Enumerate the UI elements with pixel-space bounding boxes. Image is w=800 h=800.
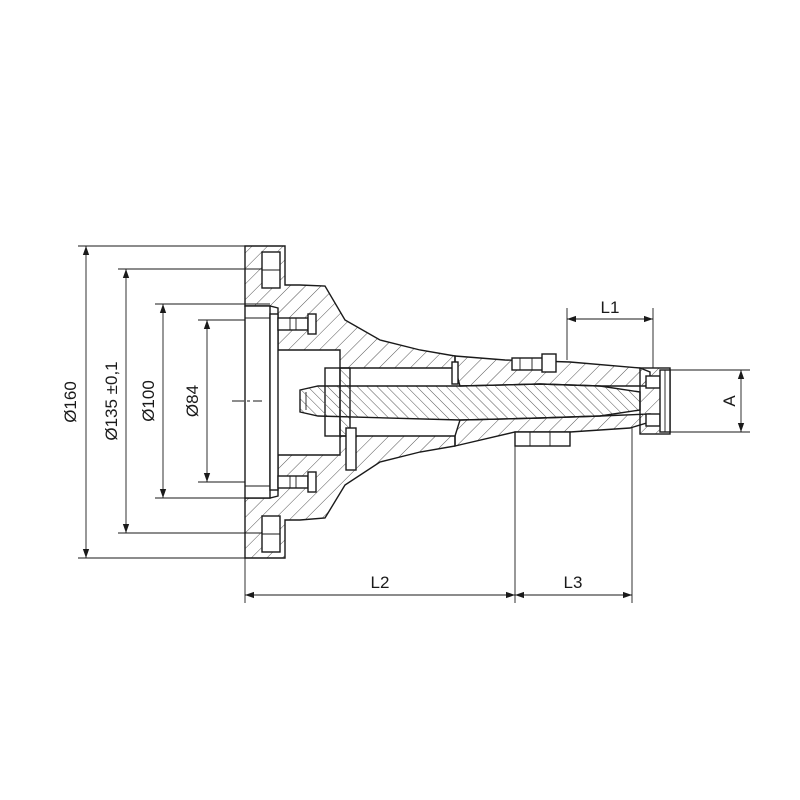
dim-l1-label: L1 <box>601 298 620 317</box>
dim-d135: Ø135 ±0,1 <box>102 269 130 533</box>
dim-l2-label: L2 <box>371 573 390 592</box>
flange-face <box>244 305 279 499</box>
dim-d100: Ø100 <box>139 304 167 498</box>
dim-d84-label: Ø84 <box>183 385 202 417</box>
dim-l1: L1 <box>566 298 654 368</box>
clamp-insert-lower <box>514 431 571 447</box>
dim-d160-label: Ø160 <box>61 381 80 423</box>
dim-d160: Ø160 <box>61 246 90 558</box>
collet-nut <box>639 367 671 435</box>
dim-l3-label: L3 <box>564 573 583 592</box>
dim-d100-label: Ø100 <box>139 380 158 422</box>
screw-lower <box>277 471 317 493</box>
dim-d84: Ø84 <box>183 320 211 482</box>
dim-l3: L3 <box>515 428 633 603</box>
screw-upper <box>277 313 317 335</box>
dim-a: A <box>668 369 750 433</box>
dim-a-label: A <box>720 395 739 407</box>
dim-d135-label: Ø135 ±0,1 <box>102 361 121 440</box>
dim-l2: L2 <box>244 446 516 603</box>
extension-lines <box>78 245 270 559</box>
spindle-shaft <box>299 383 641 421</box>
clamp-screw-top <box>511 353 557 373</box>
